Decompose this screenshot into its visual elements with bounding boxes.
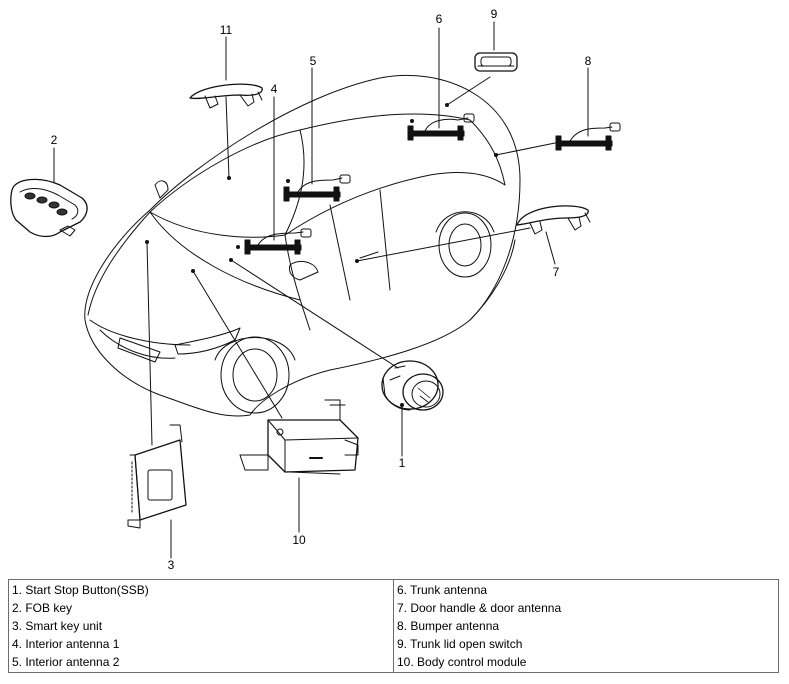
legend-item: 1. Start Stop Button(SSB)	[12, 583, 149, 597]
legend-column-left: 1. Start Stop Button(SSB) 2. FOB key 3. …	[9, 580, 393, 672]
callout-10: 10	[292, 533, 306, 547]
callout-1: 1	[399, 456, 406, 470]
legend-item: 2. FOB key	[12, 601, 73, 615]
callout-7: 7	[553, 265, 560, 279]
callout-8: 8	[585, 54, 592, 68]
legend-item: 8. Bumper antenna	[397, 619, 500, 633]
callout-9: 9	[491, 7, 498, 21]
fob-key-part	[10, 178, 88, 238]
leader-dots	[145, 103, 498, 407]
callout-2: 2	[51, 133, 58, 147]
car-illustration	[84, 74, 521, 417]
trunk-antenna-part	[407, 113, 475, 141]
smart-key-unit-part	[127, 424, 187, 529]
interior-antenna-2-part	[283, 174, 351, 202]
legend-column-right: 6. Trunk antenna 7. Door handle & door a…	[393, 580, 778, 672]
legend-item: 7. Door handle & door antenna	[397, 601, 562, 615]
body-control-module-part	[239, 399, 359, 475]
legend-item: 4. Interior antenna 1	[12, 637, 120, 651]
interior-antenna-1-part	[244, 228, 312, 255]
callout-4: 4	[271, 82, 278, 96]
callout-11: 11	[220, 23, 233, 37]
start-stop-button-part	[381, 360, 444, 411]
legend-table: 1. Start Stop Button(SSB) 2. FOB key 3. …	[8, 579, 779, 673]
legend-item: 10. Body control module	[397, 655, 527, 669]
legend-item: 5. Interior antenna 2	[12, 655, 120, 669]
callout-6: 6	[436, 12, 443, 26]
callout-5: 5	[310, 54, 317, 68]
legend-item: 6. Trunk antenna	[397, 583, 488, 597]
callout-3: 3	[168, 558, 175, 572]
leader-lines	[53, 21, 589, 559]
legend-item: 9. Trunk lid open switch	[397, 637, 523, 651]
trunk-lid-switch-part	[474, 52, 518, 72]
door-handle-antenna-part	[516, 205, 591, 235]
legend-item: 3. Smart key unit	[12, 619, 103, 633]
front-door-handle-part	[189, 83, 263, 109]
component-location-diagram: 1 2 3 4 5 6 7 8 9 10 11	[10, 7, 621, 572]
